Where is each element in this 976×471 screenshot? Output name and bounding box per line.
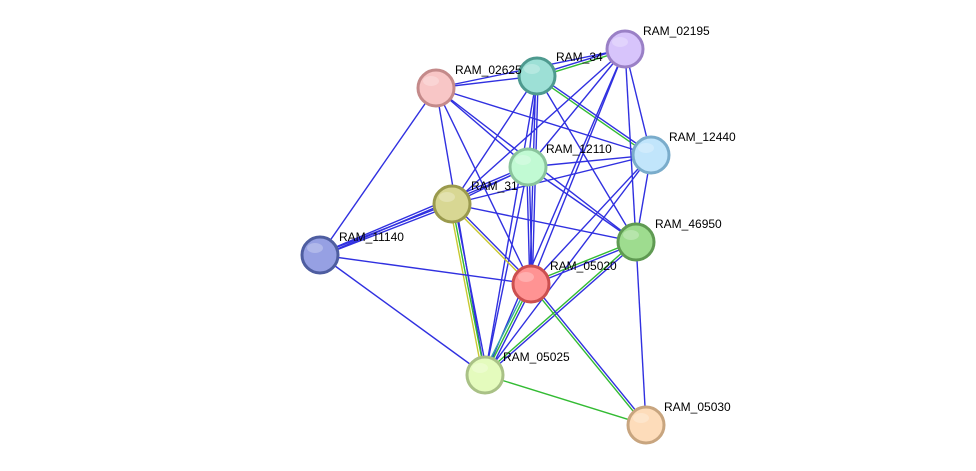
node-circle-RAM_02195[interactable]	[605, 29, 645, 69]
edge-RAM_05025-RAM_05030-green	[484, 374, 647, 426]
edge-RAM_11140-RAM_05025-blue	[319, 254, 486, 376]
node-label-RAM_46950: RAM_46950	[655, 217, 722, 231]
edge-RAM_02195-RAM_05025-blue	[484, 48, 626, 376]
edge-RAM_31-RAM_05025-yellow	[448, 204, 484, 376]
edge-RAM_12110-RAM_46950-blue	[527, 166, 637, 243]
node-circle-RAM_11140[interactable]	[300, 235, 340, 275]
edge-RAM_12440-RAM_05025-blue	[484, 154, 652, 376]
label-layer: RAM_05020 RAM_02195RAM_34RAM_02625RAM_121…	[339, 24, 736, 414]
edge-RAM_34-RAM_46950-blue	[536, 75, 637, 243]
edge-RAM_12110-RAM_05025-blue	[484, 166, 529, 376]
node-RAM_46950[interactable]	[616, 222, 656, 262]
node-RAM_02195[interactable]	[605, 29, 645, 69]
edge-RAM_34-RAM_05025-blue	[484, 75, 538, 376]
edge-RAM_02625-RAM_11140-blue	[319, 87, 437, 256]
node-label-RAM_05020: RAM_05020	[550, 259, 617, 273]
node-highlight-RAM_05020	[518, 272, 534, 282]
node-label-RAM_34: RAM_34	[556, 50, 603, 64]
node-layer	[300, 29, 671, 445]
node-circle-RAM_31[interactable]	[432, 184, 472, 224]
node-label-RAM_31: RAM_31	[471, 179, 518, 193]
node-label-RAM_02625: RAM_02625	[455, 63, 522, 77]
edge-RAM_46950-RAM_05030-blue	[635, 241, 647, 426]
node-RAM_02625[interactable]	[416, 68, 456, 108]
node-label-RAM_12440: RAM_12440	[669, 130, 736, 144]
edge-RAM_34-RAM_12440-blue	[537, 74, 653, 155]
edge-RAM_02625-RAM_12110-blue	[435, 87, 529, 168]
node-label-RAM_12110: RAM_12110	[546, 142, 612, 156]
edge-RAM_31-RAM_11140-blue	[320, 204, 453, 257]
edge-RAM_34-RAM_12440-green	[535, 76, 651, 157]
node-highlight-RAM_31	[439, 192, 455, 202]
node-highlight-RAM_12440	[638, 143, 654, 153]
edge-RAM_02195-RAM_05020-blue	[530, 48, 626, 285]
node-highlight-RAM_12110	[515, 155, 531, 165]
edge-RAM_05020-RAM_05030-green	[529, 284, 646, 427]
edge-RAM_12440-RAM_05020-blue	[530, 154, 652, 285]
edge-RAM_12110-RAM_05020-blue	[528, 166, 533, 284]
node-highlight-RAM_11140	[307, 243, 323, 253]
node-RAM_11140[interactable]	[300, 235, 340, 275]
node-RAM_31[interactable]	[432, 184, 472, 224]
edge-RAM_12110-RAM_11140-blue	[320, 167, 529, 257]
node-circle-RAM_05030[interactable]	[626, 405, 666, 445]
node-RAM_12440[interactable]	[631, 135, 671, 175]
node-highlight-RAM_34	[524, 64, 540, 74]
node-RAM_05020[interactable]	[511, 264, 551, 304]
edge-RAM_05020-RAM_05030-blue	[531, 282, 648, 425]
node-highlight-RAM_05030	[633, 413, 649, 423]
edge-RAM_12110-RAM_11140-blue	[319, 165, 528, 255]
edge-RAM_02625-RAM_05025-blue	[435, 87, 486, 376]
node-label-RAM_05025: RAM_05025	[503, 350, 570, 364]
edge-RAM_46950-RAM_05025-blue	[485, 242, 638, 377]
node-highlight-RAM_05025	[472, 363, 488, 373]
node-circle-RAM_05020[interactable]	[511, 264, 551, 304]
node-label-RAM_05030: RAM_05030	[664, 400, 731, 414]
node-RAM_05025[interactable]	[465, 355, 505, 395]
node-label-RAM_11140: RAM_11140	[339, 230, 404, 244]
node-RAM_05030[interactable]	[626, 405, 666, 445]
edge-RAM_31-RAM_46950-blue	[451, 203, 637, 243]
edge-RAM_31-RAM_05025-green	[451, 203, 486, 376]
edge-RAM_11140-RAM_05020-blue	[319, 254, 532, 285]
edge-RAM_31-RAM_11140-blue	[319, 202, 452, 255]
edge-RAM_02625-RAM_05020-blue	[435, 87, 532, 285]
node-RAM_34[interactable]	[517, 56, 557, 96]
node-circle-RAM_34[interactable]	[517, 56, 557, 96]
node-circle-RAM_05025[interactable]	[465, 355, 505, 395]
node-highlight-RAM_02625	[423, 76, 439, 86]
node-label-RAM_02195: RAM_02195	[643, 24, 710, 38]
edge-RAM_12110-RAM_05020-blue	[526, 167, 531, 285]
node-circle-RAM_12440[interactable]	[631, 135, 671, 175]
edge-RAM_46950-RAM_05025-green	[483, 240, 636, 375]
node-circle-RAM_02625[interactable]	[416, 68, 456, 108]
edge-RAM_31-RAM_05025-blue	[453, 203, 489, 375]
edge-RAM_12440-RAM_31-blue	[451, 154, 652, 205]
edge-RAM_02195-RAM_12110-blue	[527, 48, 626, 168]
node-circle-RAM_46950[interactable]	[616, 222, 656, 262]
edge-RAM_02195-RAM_31-blue	[451, 48, 626, 205]
edge-RAM_02195-RAM_46950-blue	[624, 48, 637, 243]
edge-RAM_34-RAM_31-blue	[451, 75, 538, 205]
node-highlight-RAM_46950	[623, 230, 639, 240]
node-highlight-RAM_02195	[612, 37, 628, 47]
edge-RAM_12110-RAM_12440-blue	[527, 154, 652, 168]
node-circle-RAM_12110[interactable]	[508, 147, 548, 187]
node-RAM_12110[interactable]	[508, 147, 548, 187]
